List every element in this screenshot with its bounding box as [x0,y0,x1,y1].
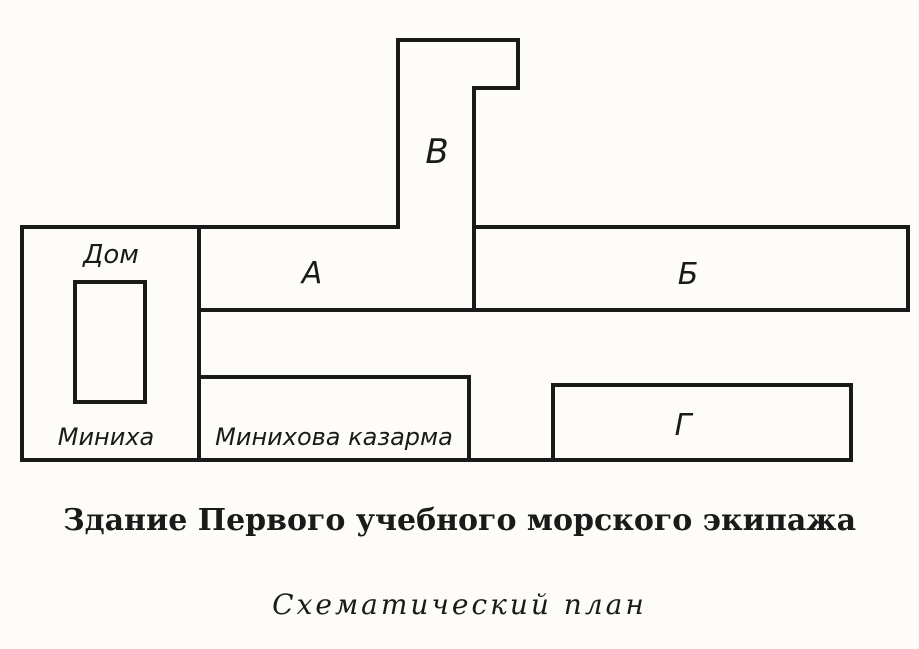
barracks-outline [197,375,471,462]
house-minikh-label-top: Дом [82,240,139,270]
plan-subtitle: Схематический план [272,588,647,621]
building-g-label: Г [675,408,694,443]
house-minikh-outline [20,225,201,462]
building-a-v-outline [197,38,520,312]
building-a-label: А [300,256,323,291]
building-g-outline [551,383,853,462]
plan-title: Здание Первого учебного морского экипажа [62,503,857,538]
building-b-outline [472,225,910,312]
building-v-label: В [425,132,448,172]
building-b-label: Б [678,257,699,292]
house-minikh-inner-block [73,280,147,404]
house-minikh-label-bottom: Миниха [58,423,155,451]
barracks-label: Минихова казарма [215,423,453,451]
